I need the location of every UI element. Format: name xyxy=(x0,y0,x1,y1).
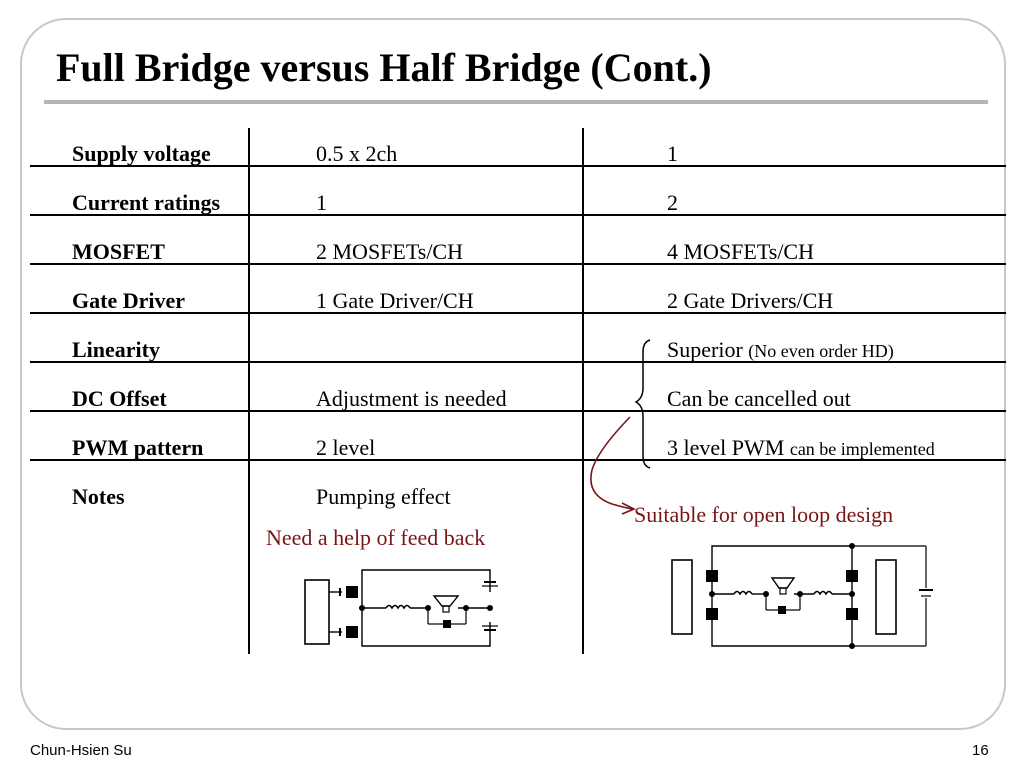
half-bridge-notes: Pumping effect xyxy=(316,484,451,509)
table-column-divider xyxy=(248,128,250,654)
half-bridge-supply-voltage: 0.5 x 2ch xyxy=(316,141,398,166)
row-label-pwm-pattern: PWM pattern xyxy=(72,435,204,460)
footer-author: Chun-Hsien Su xyxy=(30,742,132,759)
full-bridge-mosfet-ll xyxy=(706,608,718,620)
table-rule xyxy=(30,165,1006,167)
row-label-supply-voltage: Supply voltage xyxy=(72,141,211,166)
full-bridge-mosfet-ul xyxy=(706,570,718,582)
upper-mosfet xyxy=(346,586,358,598)
full-bridge-pwm-pattern: 3 level PWM can be implemented xyxy=(667,437,935,459)
left-inductor xyxy=(733,590,753,596)
half-bridge-annotation: Need a help of feed back xyxy=(266,525,486,550)
lower-mosfet xyxy=(346,626,358,638)
full-bridge-annotation: Suitable for open loop design xyxy=(634,502,894,527)
full-bridge-supply-voltage: 1 xyxy=(667,141,678,166)
full-bridge-current-ratings: 2 xyxy=(667,190,678,215)
speaker xyxy=(432,595,460,607)
full-bridge-left-controller xyxy=(671,559,693,635)
table-column-divider xyxy=(582,128,584,654)
annotation-arrowhead xyxy=(621,502,636,515)
row-label-current-ratings: Current ratings xyxy=(72,190,221,215)
full-bridge-pwm-value: 3 level PWM xyxy=(667,435,785,460)
half-bridge-mosfet: 2 MOSFETs/CH xyxy=(316,239,463,264)
half-bridge-pwm-pattern: 2 level xyxy=(316,435,376,460)
full-bridge-mosfet-lr xyxy=(846,608,858,620)
row-label-notes: Notes xyxy=(72,484,125,509)
full-bridge-linearity-note: (No even order HD) xyxy=(748,341,894,361)
full-bridge-dc-offset: Can be cancelled out xyxy=(667,386,851,411)
half-bridge-controller-box xyxy=(304,579,330,645)
table-rule xyxy=(30,214,1006,216)
full-bridge-mosfet-ur xyxy=(846,570,858,582)
table-rule xyxy=(30,459,1006,461)
row-label-linearity: Linearity xyxy=(72,337,160,362)
inductor xyxy=(385,604,411,610)
row-label-mosfet: MOSFET xyxy=(72,239,165,264)
full-bridge-pwm-note: can be implemented xyxy=(789,439,935,459)
row-label-dc-offset: DC Offset xyxy=(72,386,167,411)
half-bridge-gate-driver: 1 Gate Driver/CH xyxy=(316,288,474,313)
row-label-gate-driver: Gate Driver xyxy=(72,288,185,313)
full-bridge-linearity: Superior (No even order HD) xyxy=(667,339,894,361)
full-bridge-linearity-value: Superior xyxy=(667,337,743,362)
slide-frame xyxy=(20,18,1006,730)
half-bridge-schematic xyxy=(304,569,498,647)
slide-title: Full Bridge versus Half Bridge (Cont.) xyxy=(56,45,712,90)
table-rule xyxy=(30,312,1006,314)
footer-page-number: 16 xyxy=(972,742,989,759)
full-bridge-speaker xyxy=(770,577,796,589)
curly-brace xyxy=(634,339,651,469)
half-bridge-dc-offset: Adjustment is needed xyxy=(316,386,507,411)
full-bridge-gate-driver: 2 Gate Drivers/CH xyxy=(667,288,834,313)
table-rule xyxy=(30,263,1006,265)
annotation-arrow xyxy=(590,416,633,510)
right-inductor xyxy=(813,590,833,596)
table-rule xyxy=(30,410,1006,412)
full-bridge-schematic xyxy=(671,543,933,649)
full-bridge-right-controller xyxy=(875,559,897,635)
half-bridge-current-ratings: 1 xyxy=(316,190,327,215)
table-rule xyxy=(30,361,1006,363)
full-bridge-mosfet: 4 MOSFETs/CH xyxy=(667,239,814,264)
title-rule xyxy=(44,100,988,104)
